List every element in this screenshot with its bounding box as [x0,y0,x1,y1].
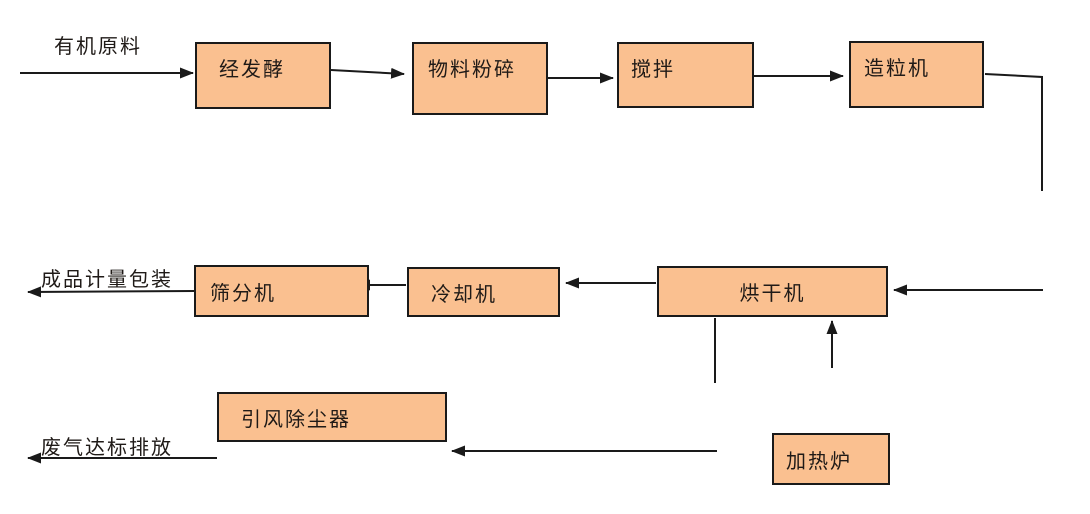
label-finished-product-packaging: 成品计量包装 [41,269,173,291]
box-dryer-label: 烘干机 [739,283,806,305]
box-dust-collector-label: 引风除尘器 [241,408,351,431]
arrow-fermentation-to-crushing [330,67,405,79]
box-granulator-label: 造粒机 [864,58,930,80]
box-furnace: 加热炉 [772,433,890,485]
box-crushing: 物料粉碎 [412,42,548,115]
box-fermentation-label: 经发酵 [219,59,285,81]
box-screener-label: 筛分机 [210,282,276,305]
box-furnace-label: 加热炉 [786,450,852,473]
box-crushing-label: 物料粉碎 [428,59,516,81]
box-cooler-label: 冷却机 [431,283,497,306]
box-granulator: 造粒机 [849,41,984,108]
box-mixing: 搅拌 [617,42,754,108]
box-screener: 筛分机 [194,265,369,317]
box-cooler: 冷却机 [407,267,560,317]
box-dust-collector: 引风除尘器 [217,392,447,442]
label-exhaust-gas-discharge: 废气达标排放 [41,437,173,459]
box-fermentation: 经发酵 [195,42,331,109]
box-mixing-label: 搅拌 [631,59,675,81]
arrow-screener-to-packaging [27,286,196,298]
label-input-material: 有机原料 [54,36,142,58]
line-granulator-exit-down [984,73,1043,191]
box-dryer: 烘干机 [657,266,888,317]
